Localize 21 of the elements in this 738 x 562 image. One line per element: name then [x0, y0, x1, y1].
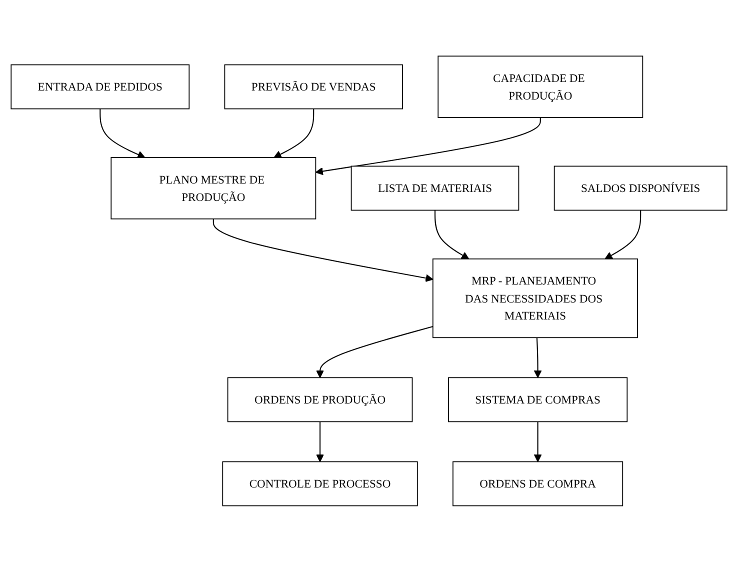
arrow — [604, 210, 642, 260]
node-box: ORDENS DE PRODUÇÃO — [227, 377, 413, 422]
node-box: LISTA DE MATERIAIS — [350, 166, 520, 211]
node-box: PLANO MESTRE DE PRODUÇÃO — [110, 157, 316, 220]
node-box: CAPACIDADE DE PRODUÇÃO — [438, 56, 644, 118]
node-box: ENTRADA DE PEDIDOS — [10, 64, 190, 110]
arrow — [212, 218, 434, 282]
arrow — [534, 338, 542, 378]
arrow — [316, 422, 324, 462]
arrow — [534, 422, 542, 462]
node-box: CONTROLE DE PROCESSO — [222, 461, 418, 506]
node-box: SISTEMA DE COMPRAS — [448, 377, 628, 422]
node-box: PREVISÃO DE VENDAS — [224, 64, 403, 110]
arrow — [316, 326, 434, 378]
arrow — [315, 118, 541, 176]
arrow — [274, 108, 314, 158]
arrow — [100, 108, 146, 158]
node-box: ORDENS DE COMPRA — [452, 461, 624, 506]
node-box: MRP - PLANEJAMENTO DAS NECESSIDADES DOS MATERIAIS — [432, 258, 638, 338]
node-box: SALDOS DISPONÍVEIS — [554, 166, 728, 211]
arrow — [434, 210, 470, 260]
